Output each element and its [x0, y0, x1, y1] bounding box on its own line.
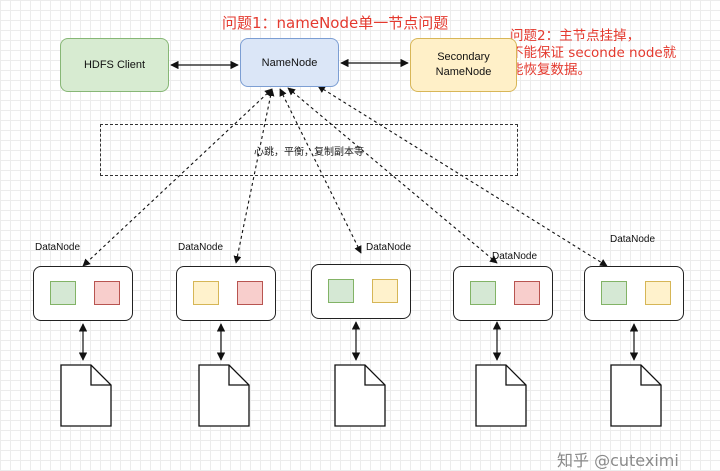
heartbeat-region: 心跳，平衡，复制副本等 — [100, 124, 518, 176]
datanode-box-5 — [584, 266, 684, 321]
datanode-label-2: DataNode — [178, 242, 224, 253]
datanode-box-2 — [176, 266, 276, 321]
red-data-block — [237, 281, 263, 305]
datanode-box-1 — [33, 266, 133, 321]
datanode-label-4: DataNode — [492, 251, 538, 262]
datanode-label-3: DataNode — [366, 242, 412, 253]
green-data-block — [50, 281, 76, 305]
file-icon — [60, 364, 112, 427]
red-data-block — [514, 281, 540, 305]
file-icon — [198, 364, 250, 427]
secondary-namenode-node: Secondary NameNode — [410, 38, 517, 92]
yellow-data-block — [645, 281, 671, 305]
heartbeat-label: 心跳，平衡，复制副本等 — [254, 146, 364, 158]
yellow-data-block — [193, 281, 219, 305]
datanode-label-5: DataNode — [610, 234, 656, 245]
yellow-data-block — [372, 279, 398, 303]
datanode-label-1: DataNode — [35, 242, 81, 253]
datanode-box-4 — [453, 266, 553, 321]
file-icon — [334, 364, 386, 427]
heartbeat-arrow-2 — [233, 88, 275, 264]
red-data-block — [94, 281, 120, 305]
namenode-node: NameNode — [240, 38, 339, 87]
issue-2-annotation: 问题2：主节点挂掉， 不能保证 seconde node就 能恢复数据。 — [510, 28, 677, 78]
file-icon — [475, 364, 527, 427]
hdfs-client-node: HDFS Client — [60, 38, 169, 92]
green-data-block — [470, 281, 496, 305]
issue-1-annotation: 问题1：nameNode单一节点问题 — [222, 14, 449, 32]
green-data-block — [328, 279, 354, 303]
green-data-block — [601, 281, 627, 305]
file-icon — [610, 364, 662, 427]
datanode-box-3 — [311, 264, 411, 319]
heartbeat-arrow-5 — [317, 85, 608, 267]
heartbeat-arrow-1 — [82, 88, 273, 267]
watermark: 知乎 @cuteximi — [557, 451, 679, 470]
